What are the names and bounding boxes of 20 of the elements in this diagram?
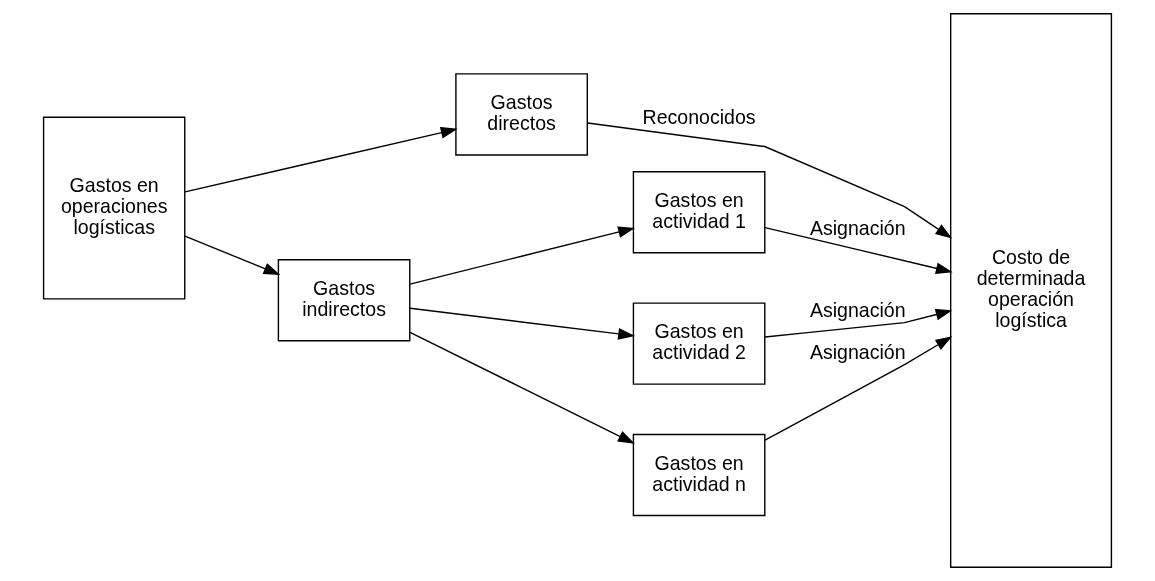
node-box: Gastos indirectos	[277, 259, 411, 342]
node-box: Gastos en actividad 2	[632, 302, 766, 385]
arrow	[184, 126, 458, 193]
arrow	[409, 226, 635, 285]
node-box: Gastos en operaciones logísticas	[42, 116, 186, 300]
arrow	[764, 308, 953, 338]
arrow	[409, 331, 635, 444]
arrow	[587, 122, 953, 239]
arrow	[409, 307, 636, 340]
arrow	[184, 235, 281, 275]
edge-label: Asignación	[809, 216, 906, 239]
node-box: Costo de determinada operación logística	[949, 13, 1113, 568]
node-box: Gastos en actividad n	[632, 433, 766, 517]
arrow	[764, 226, 953, 275]
arrow	[764, 336, 953, 441]
edge-label: Asignación	[809, 299, 906, 322]
edge-label: Reconocidos	[642, 106, 756, 129]
node-box: Gastos directos	[455, 73, 588, 156]
node-box: Gastos en actividad 1	[632, 171, 766, 254]
edge-label: Asignación	[809, 341, 906, 364]
